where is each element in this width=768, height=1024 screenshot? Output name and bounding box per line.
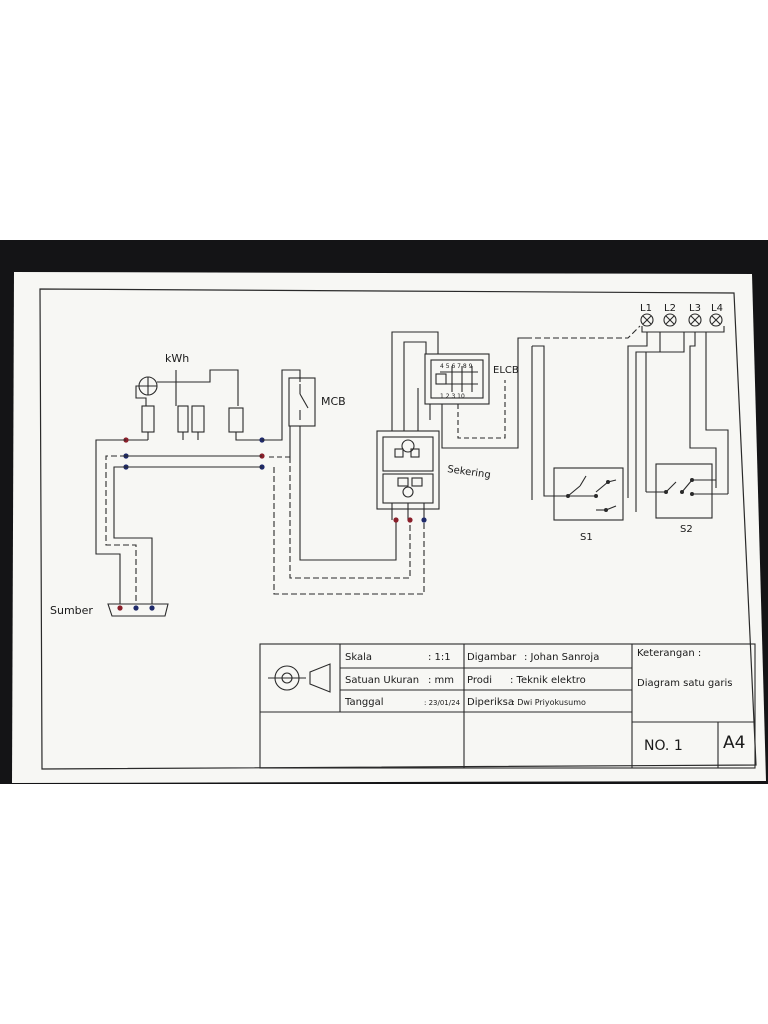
switch-s2-label: S2 xyxy=(680,524,693,535)
lamp-label-l4: L4 xyxy=(711,303,723,314)
source-feeder xyxy=(95,439,169,617)
drawing-border xyxy=(39,288,757,770)
paper-sheet xyxy=(12,272,766,783)
elcb-terminals-top: 4 5 6 7 8 9 xyxy=(440,363,473,370)
sumber-label: Sumber xyxy=(50,604,93,617)
lamp-label-l3: L3 xyxy=(689,303,701,314)
lamp-to-switch xyxy=(627,332,729,512)
keterangan-label: Keterangan : xyxy=(637,648,701,659)
keterangan-value: Diagram satu garis xyxy=(637,678,732,689)
source-terminals xyxy=(117,605,155,611)
skala-label: Skala xyxy=(345,652,372,663)
fuse-box xyxy=(376,430,440,520)
mcb-to-fuse xyxy=(273,426,425,595)
switch-s2 xyxy=(646,463,728,519)
tanggal-value: : 23/01/24 xyxy=(424,699,461,707)
fuse-to-elcb xyxy=(391,331,439,431)
digambar-label: Digambar xyxy=(467,652,517,663)
kwh-label: kWh xyxy=(165,352,189,365)
lamp-l1-icon xyxy=(640,313,654,327)
paper-size: A4 xyxy=(723,733,745,753)
switch-s2-contacts xyxy=(664,478,694,496)
elcb-terminals-bottom: 1 2 3 10 xyxy=(440,393,465,400)
prodi-label: Prodi xyxy=(467,675,492,686)
switch-s1 xyxy=(553,467,624,521)
kwh-meter xyxy=(126,369,262,441)
drawing-number: NO. 1 xyxy=(644,738,683,754)
lamp-label-l2: L2 xyxy=(664,303,676,314)
mcb-label: MCB xyxy=(321,395,346,408)
skala-value: : 1:1 xyxy=(428,652,451,663)
satuan-value: : mm xyxy=(428,675,454,686)
diperiksa-value: : Dwi Priyokusumo xyxy=(512,698,586,707)
bus-lines xyxy=(126,369,301,468)
lamp-l2-icon xyxy=(663,313,677,327)
fuse-terminals xyxy=(393,517,427,523)
digambar-value: : Johan Sanroja xyxy=(524,652,599,663)
lamps xyxy=(640,313,725,333)
lamp-l4-icon xyxy=(709,313,723,327)
mcb-breaker xyxy=(288,377,316,457)
prodi-value: : Teknik elektro xyxy=(510,675,586,686)
lamp-label-l1: L1 xyxy=(640,303,652,314)
switch-s1-contacts xyxy=(566,480,610,512)
elcb-outputs xyxy=(429,325,641,500)
elcb-label: ELCB xyxy=(493,365,519,376)
tanggal-label: Tanggal xyxy=(344,697,384,708)
projection-symbol-icon xyxy=(268,663,331,693)
diperiksa-label: Diperiksa xyxy=(467,697,514,708)
satuan-label: Satuan Ukuran xyxy=(345,675,419,686)
lamp-l3-icon xyxy=(688,313,702,327)
switch-s1-label: S1 xyxy=(580,532,593,543)
elcb-breaker xyxy=(424,353,490,405)
title-block xyxy=(259,643,756,769)
